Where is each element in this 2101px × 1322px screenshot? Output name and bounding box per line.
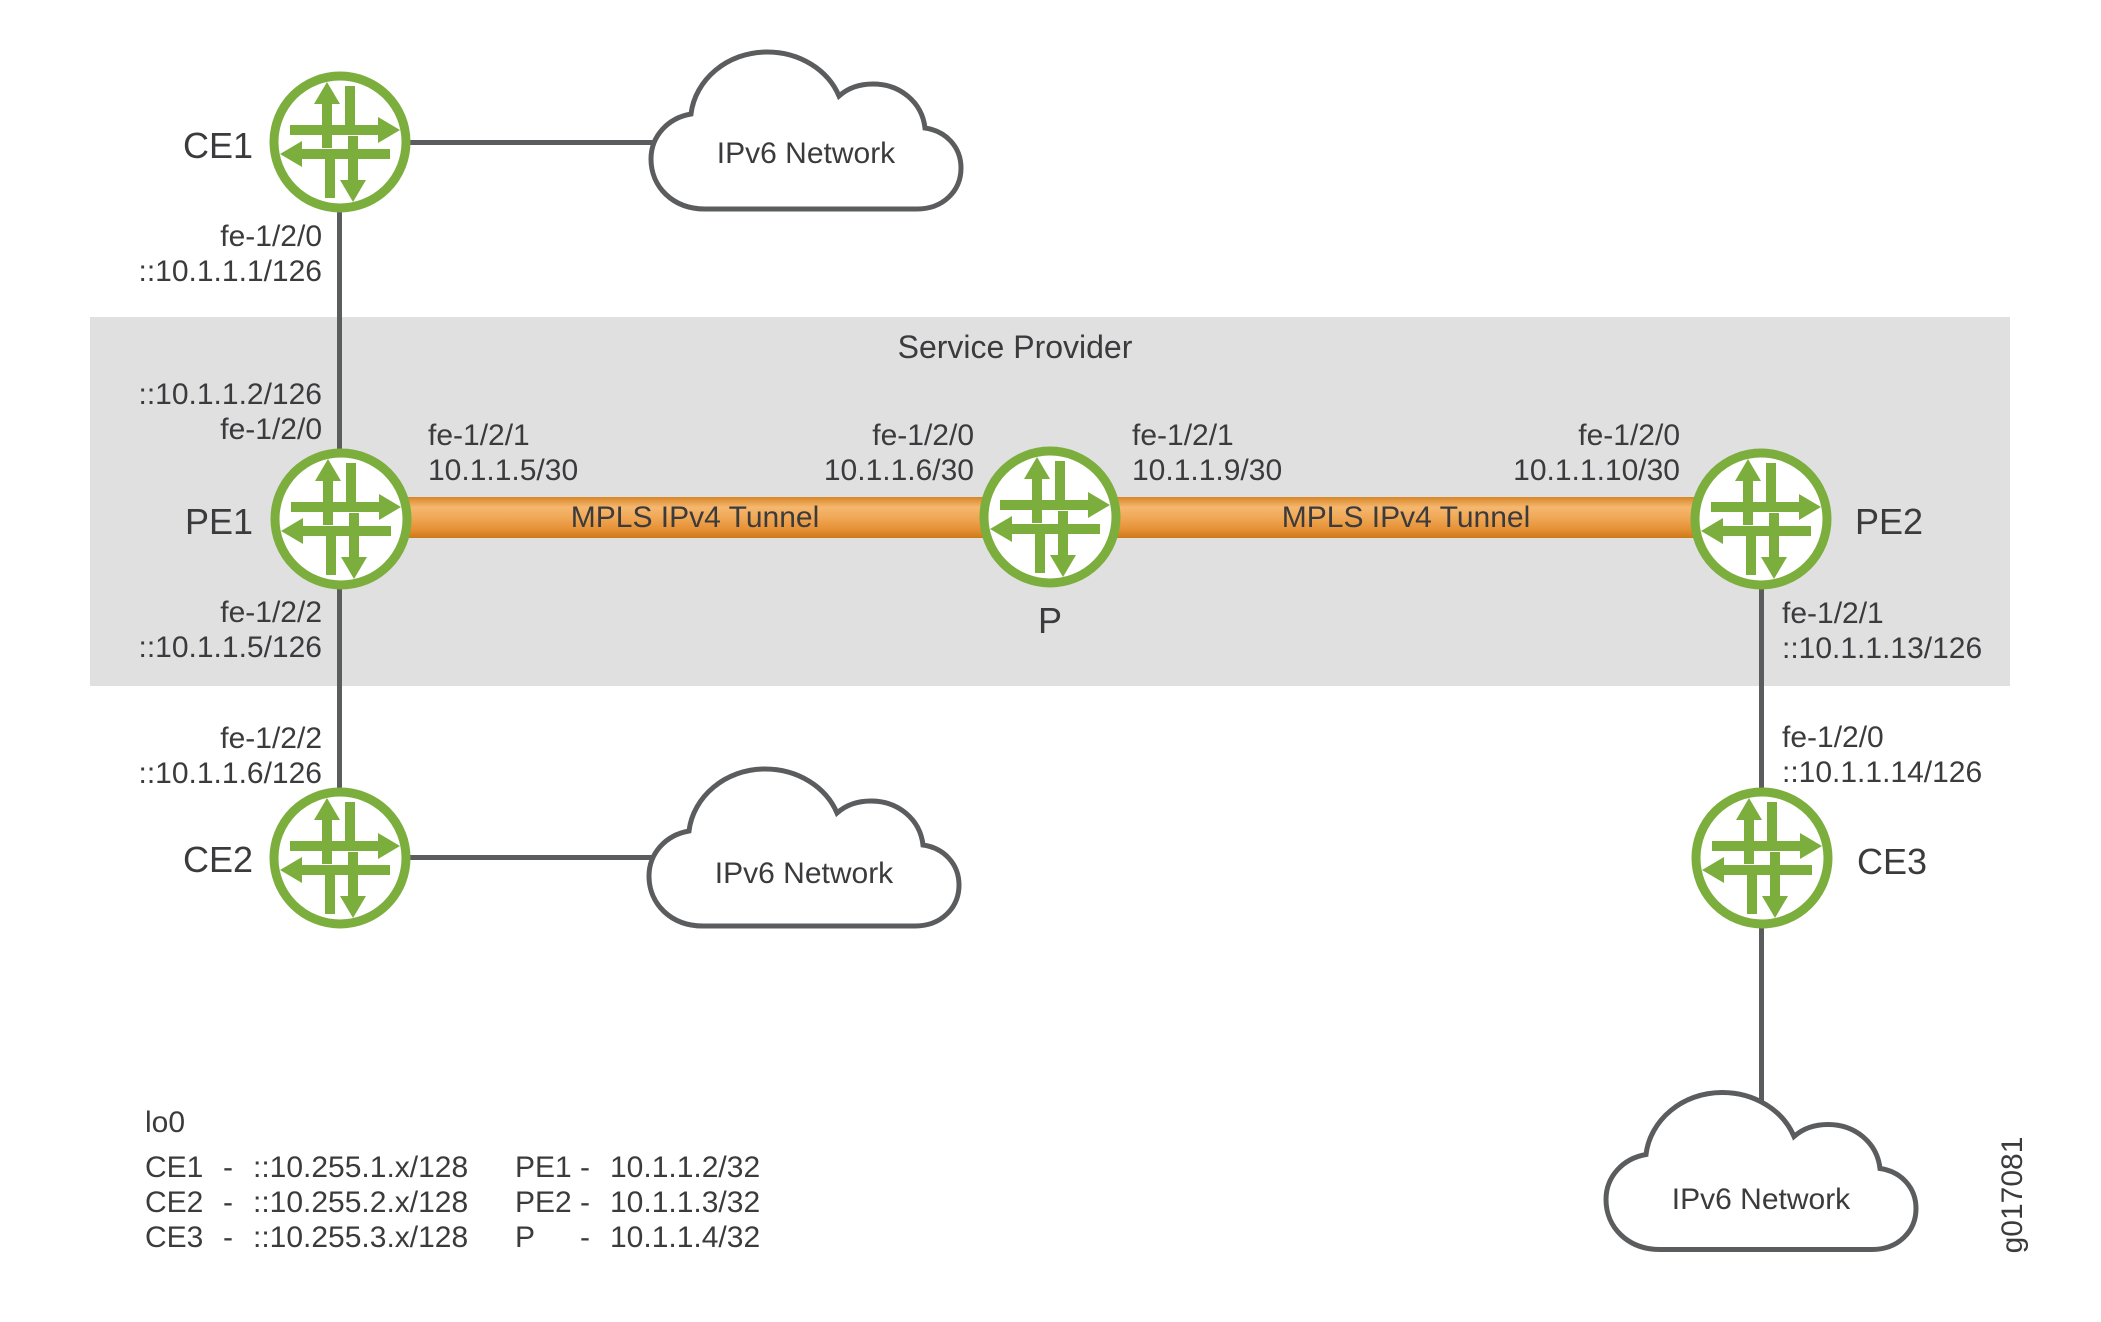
interface-label-p-right: fe-1/2/1 10.1.1.9/30 bbox=[1132, 418, 1432, 488]
legend-router-name: PE1 bbox=[515, 1151, 572, 1184]
interface-label-pe1-right: fe-1/2/1 10.1.1.5/30 bbox=[428, 418, 728, 488]
interface-name: fe-1/2/0 bbox=[1578, 419, 1680, 452]
legend-dash: - bbox=[223, 1221, 233, 1254]
interface-label-pe2-down: fe-1/2/1 ::10.1.1.13/126 bbox=[1782, 596, 2082, 666]
cloud-left-icon bbox=[643, 757, 965, 929]
interface-name: fe-1/2/0 bbox=[1782, 721, 1884, 754]
legend-row: P -10.1.1.4/32 bbox=[515, 1220, 760, 1255]
cloud-bottom-icon bbox=[1600, 1080, 1922, 1253]
router-label-pe1: PE1 bbox=[184, 501, 253, 542]
interface-address: ::10.1.1.14/126 bbox=[1782, 756, 1983, 789]
link-ce2-cloud-left bbox=[340, 855, 700, 860]
interface-address: ::10.1.1.1/126 bbox=[138, 255, 323, 288]
legend-row: CE1-::10.255.1.x/128 bbox=[145, 1150, 468, 1185]
router-label-ce1: CE1 bbox=[182, 125, 253, 166]
interface-label-ce2-up: fe-1/2/2 ::10.1.1.6/126 bbox=[62, 721, 323, 791]
legend-router-name: P bbox=[515, 1221, 536, 1254]
legend-dash: - bbox=[580, 1151, 590, 1184]
router-icon-ce1 bbox=[268, 70, 412, 214]
service-provider-title: Service Provider bbox=[897, 329, 1133, 365]
legend-title: lo0 bbox=[145, 1106, 186, 1139]
interface-name: fe-1/2/1 bbox=[428, 419, 530, 452]
figure-id: g017081 bbox=[1996, 1136, 2029, 1254]
interface-name: fe-1/2/1 bbox=[1132, 419, 1234, 452]
legend-router-name: CE2 bbox=[145, 1186, 204, 1219]
interface-label-ce1-down: fe-1/2/0 ::10.1.1.1/126 bbox=[62, 219, 323, 289]
interface-name: fe-1/2/2 bbox=[220, 596, 322, 629]
cloud-left-label: IPv6 Network bbox=[714, 857, 894, 890]
interface-address: 10.1.1.5/30 bbox=[428, 454, 579, 487]
interface-address: ::10.1.1.13/126 bbox=[1782, 632, 1983, 665]
interface-label-pe2-left: fe-1/2/0 10.1.1.10/30 bbox=[1380, 418, 1680, 488]
interface-name: fe-1/2/1 bbox=[1782, 597, 1884, 630]
interface-name: fe-1/2/0 bbox=[220, 413, 322, 446]
router-label-ce2: CE2 bbox=[182, 839, 253, 880]
cloud-top-label: IPv6 Network bbox=[716, 137, 896, 170]
interface-name: fe-1/2/2 bbox=[220, 722, 322, 755]
router-icon-p bbox=[978, 445, 1122, 589]
legend-dash: - bbox=[580, 1186, 590, 1219]
router-label-p: P bbox=[1037, 600, 1062, 641]
interface-label-pe1-up: ::10.1.1.2/126 fe-1/2/0 bbox=[62, 377, 323, 447]
legend-row: CE2-::10.255.2.x/128 bbox=[145, 1185, 468, 1220]
router-label-pe2: PE2 bbox=[1855, 501, 1924, 542]
cloud-top-icon bbox=[645, 40, 967, 212]
interface-address: 10.1.1.9/30 bbox=[1132, 454, 1283, 487]
interface-label-p-left: fe-1/2/0 10.1.1.6/30 bbox=[674, 418, 974, 488]
legend-address: ::10.255.2.x/128 bbox=[253, 1186, 469, 1219]
legend-row: PE1-10.1.1.2/32 bbox=[515, 1150, 760, 1185]
router-icon-pe2 bbox=[1689, 447, 1833, 591]
interface-address: 10.1.1.6/30 bbox=[823, 454, 974, 487]
link-ce1-cloud-top bbox=[340, 140, 700, 145]
legend-right-column: PE1-10.1.1.2/32 PE2-10.1.1.3/32 P-10.1.1… bbox=[515, 1150, 760, 1255]
interface-label-pe1-down: fe-1/2/2 ::10.1.1.5/126 bbox=[62, 595, 323, 665]
legend-dash: - bbox=[580, 1221, 590, 1254]
legend-row: CE3-::10.255.3.x/128 bbox=[145, 1220, 468, 1255]
interface-address: ::10.1.1.6/126 bbox=[138, 757, 323, 790]
interface-address: ::10.1.1.2/126 bbox=[138, 378, 323, 411]
interface-name: fe-1/2/0 bbox=[872, 419, 974, 452]
router-icon-ce3 bbox=[1690, 786, 1834, 930]
legend-address: ::10.255.1.x/128 bbox=[253, 1151, 469, 1184]
interface-address: 10.1.1.10/30 bbox=[1513, 454, 1680, 487]
legend-router-name: PE2 bbox=[515, 1186, 572, 1219]
mpls-tunnel-p-pe2 bbox=[1050, 497, 1765, 538]
legend-router-name: CE1 bbox=[145, 1151, 204, 1184]
legend-row: PE2-10.1.1.3/32 bbox=[515, 1185, 760, 1220]
legend-address: 10.1.1.3/32 bbox=[610, 1186, 761, 1219]
interface-address: ::10.1.1.5/126 bbox=[138, 631, 323, 664]
interface-name: fe-1/2/0 bbox=[220, 220, 322, 253]
legend-address: 10.1.1.2/32 bbox=[610, 1151, 761, 1184]
mpls-tunnel-p-pe2-label: MPLS IPv4 Tunnel bbox=[1281, 501, 1531, 534]
legend-router-name: CE3 bbox=[145, 1221, 204, 1254]
router-icon-pe1 bbox=[269, 447, 413, 591]
mpls-tunnel-pe1-p bbox=[360, 497, 1050, 538]
router-icon-ce2 bbox=[268, 786, 412, 930]
legend-dash: - bbox=[223, 1186, 233, 1219]
router-label-ce3: CE3 bbox=[1857, 841, 1928, 882]
mpls-tunnel-pe1-p-label: MPLS IPv4 Tunnel bbox=[570, 501, 820, 534]
cloud-bottom-label: IPv6 Network bbox=[1671, 1183, 1851, 1216]
legend-address: ::10.255.3.x/128 bbox=[253, 1221, 469, 1254]
legend-dash: - bbox=[223, 1151, 233, 1184]
legend-left-column: CE1-::10.255.1.x/128 CE2-::10.255.2.x/12… bbox=[145, 1150, 468, 1255]
legend-address: 10.1.1.4/32 bbox=[610, 1221, 761, 1254]
interface-label-ce3-up: fe-1/2/0 ::10.1.1.14/126 bbox=[1782, 720, 2082, 790]
